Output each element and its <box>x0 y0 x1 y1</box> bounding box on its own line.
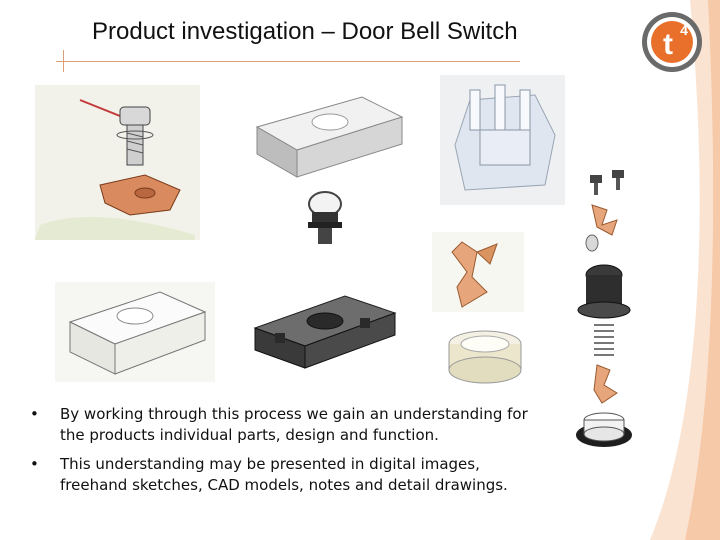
title-underline <box>56 61 520 62</box>
t4-logo: t 4 <box>642 12 702 72</box>
bullet-list: • By working through this process we gai… <box>30 404 550 504</box>
sketch-ring <box>448 330 522 384</box>
bullet-marker: • <box>30 455 39 473</box>
logo-superscript: 4 <box>680 22 688 38</box>
decorative-swoosh <box>650 0 720 540</box>
logo-letter: t <box>663 28 673 61</box>
bullet-item: • This understanding may be presented in… <box>30 454 550 496</box>
cad-block-dark <box>253 295 397 369</box>
exploded-assembly <box>576 170 632 447</box>
sketch-block <box>55 282 215 382</box>
cad-block-white <box>255 96 404 178</box>
photo-bell-housing <box>440 75 565 205</box>
sketch-copper-contact <box>432 232 524 312</box>
bullet-text: By working through this process we gain … <box>60 405 528 444</box>
bullet-marker: • <box>30 405 39 423</box>
slide-title: Product investigation – Door Bell Switch <box>92 18 518 45</box>
cad-push-button <box>308 191 342 244</box>
bullet-text: This understanding may be presented in d… <box>60 455 508 494</box>
sketch-screw-and-bracket <box>35 85 200 240</box>
title-tick <box>63 50 64 72</box>
bullet-item: • By working through this process we gai… <box>30 404 550 446</box>
